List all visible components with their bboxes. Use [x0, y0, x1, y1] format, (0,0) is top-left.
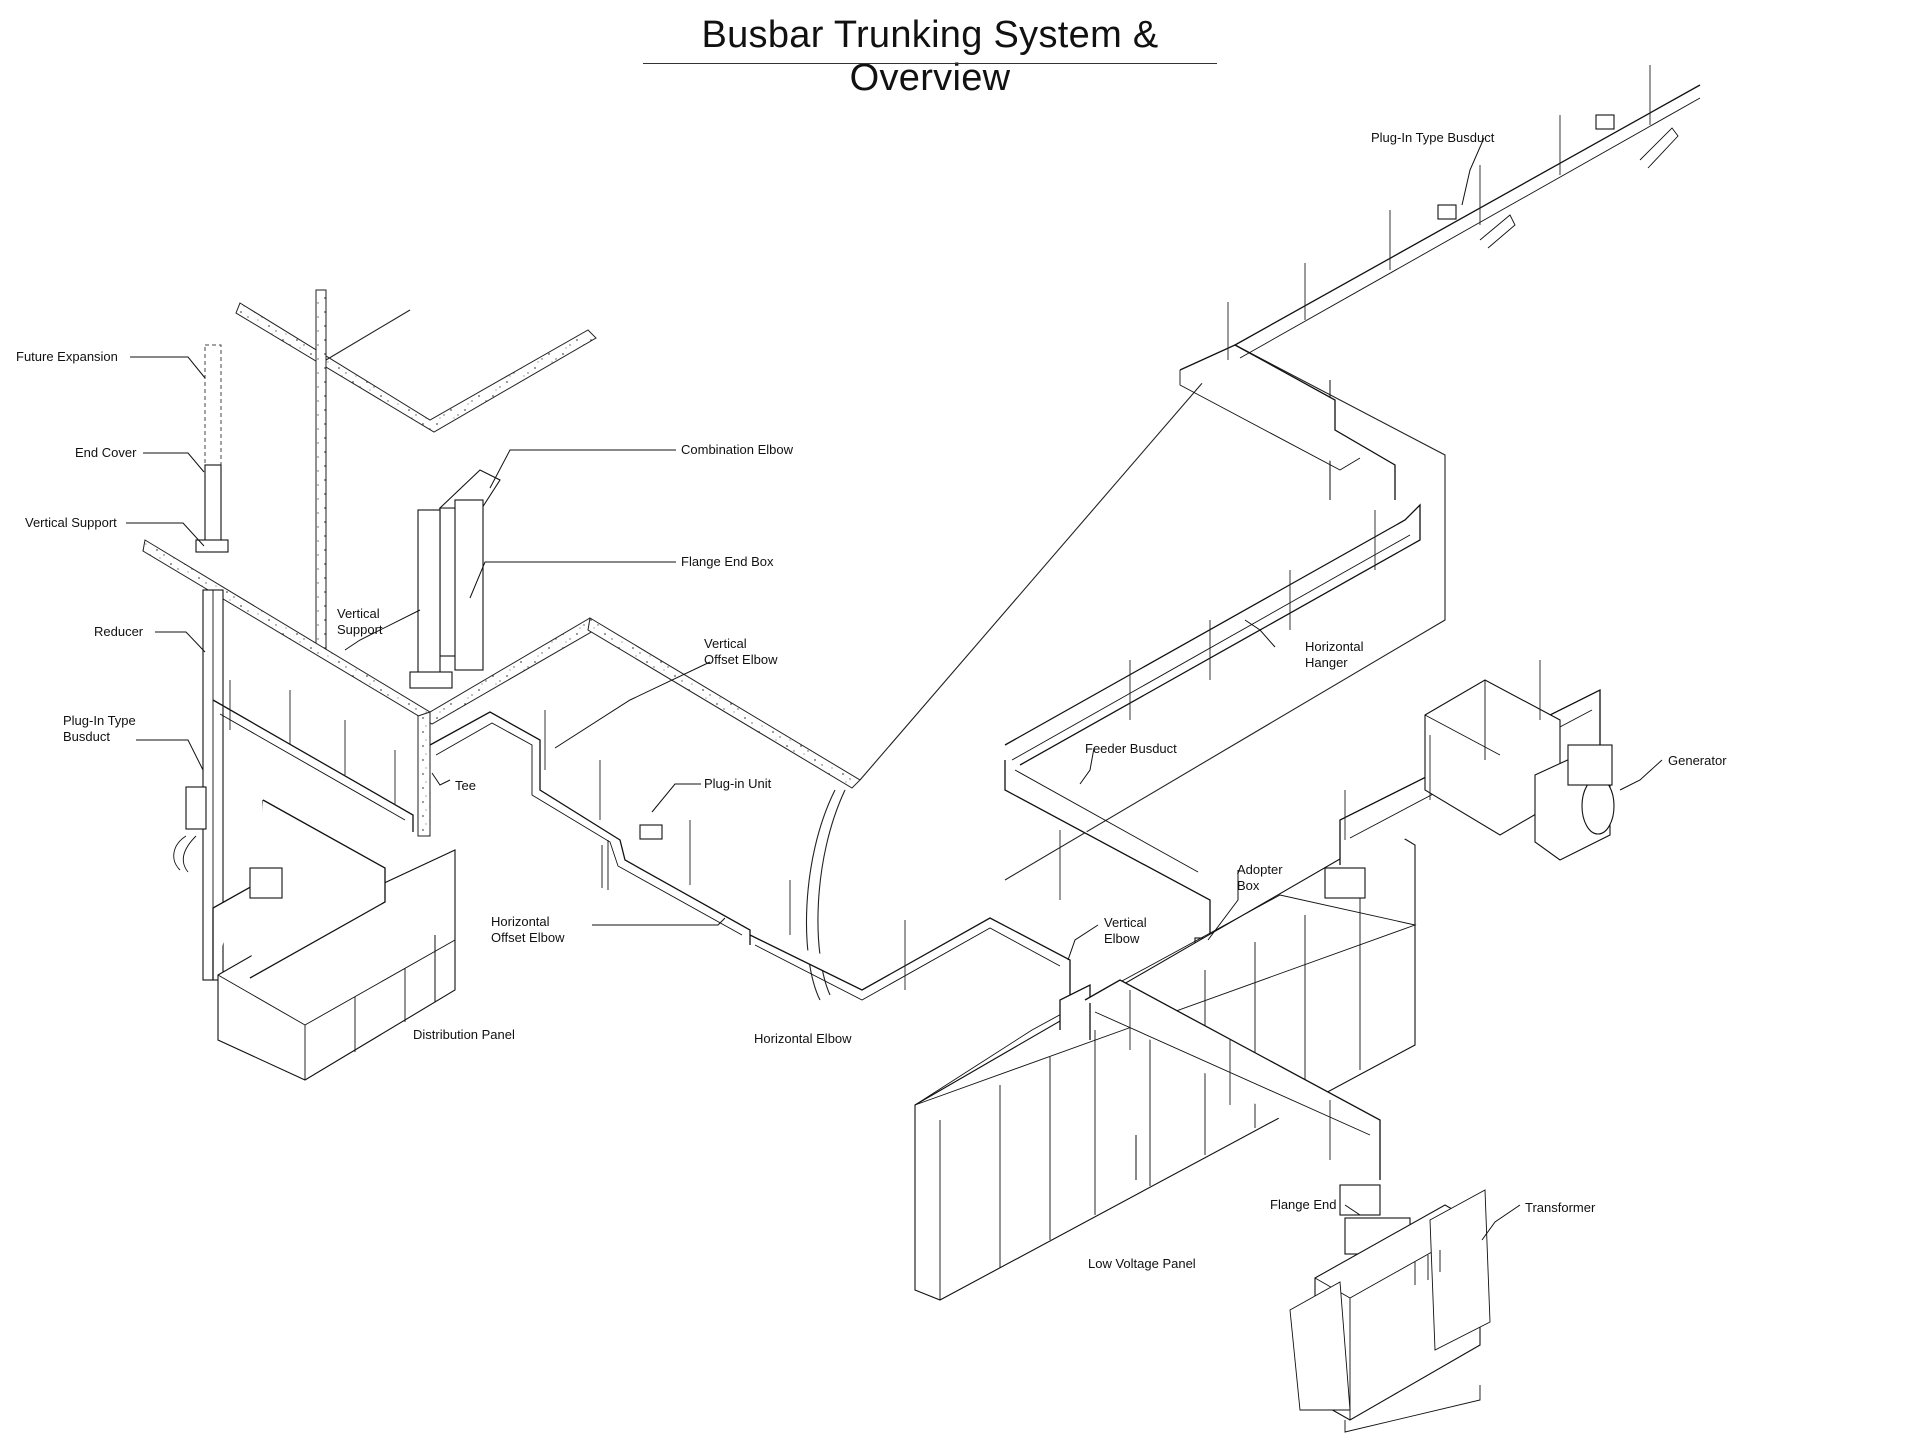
horizontal-elbow-route [749, 917, 1071, 1020]
label-horizontal-elbow: Horizontal Elbow [754, 1031, 852, 1046]
label-tee: Tee [455, 778, 476, 793]
label-vertical-offset-elbow-line2: Offset Elbow [704, 652, 778, 667]
label-horizontal-offset-elbow: Horizontal Offset Elbow [491, 914, 564, 946]
label-plug-in-busduct-left: Plug-In Type Busduct [63, 713, 136, 745]
distribution-panel-ducts [212, 699, 414, 980]
label-plug-in-busduct-left-line1: Plug-In Type [63, 713, 136, 728]
label-combination-elbow: Combination Elbow [681, 442, 794, 457]
future-expansion-riser [195, 344, 229, 981]
label-vertical-support-mid: Vertical Support [337, 606, 383, 638]
label-horizontal-hanger-line1: Horizontal [1305, 639, 1364, 654]
plug-in-unit-box [601, 824, 663, 890]
hanger-rods [229, 65, 1651, 1160]
label-adopter-box: Adopter Box [1237, 862, 1283, 894]
label-vertical-elbow-line2: Elbow [1104, 931, 1140, 946]
concrete-ceiling-beams [142, 289, 861, 837]
generator-machine [1534, 744, 1615, 861]
label-flange-end-box: Flange End Box [681, 554, 774, 569]
label-horizontal-offset-elbow-line2: Offset Elbow [491, 930, 565, 945]
label-distribution-panel: Distribution Panel [413, 1027, 515, 1042]
label-vertical-elbow: Vertical Elbow [1104, 915, 1147, 947]
label-vertical-elbow-line1: Vertical [1104, 915, 1147, 930]
label-horizontal-hanger: Horizontal Hanger [1305, 639, 1364, 671]
label-low-voltage-panel: Low Voltage Panel [1088, 1256, 1196, 1271]
riser-plug-in-box [173, 786, 207, 873]
label-plug-in-busduct-top: Plug-In Type Busduct [1371, 130, 1495, 145]
label-vertical-support-left: Vertical Support [25, 515, 117, 530]
leader-lines [126, 137, 1663, 1241]
label-vertical-offset-elbow: Vertical Offset Elbow [704, 636, 777, 668]
label-adopter-box-line2: Box [1237, 878, 1260, 893]
transformer [1289, 1189, 1491, 1433]
label-generator: Generator [1668, 753, 1727, 768]
label-end-cover: End Cover [75, 445, 137, 460]
label-flange-end: Flange End [1270, 1197, 1337, 1212]
plug-in-type-busduct-run [1179, 84, 1701, 500]
label-vertical-support-mid-line1: Vertical [337, 606, 380, 621]
diagram-title: Busbar Trunking System & Overview [701, 14, 1159, 99]
label-plug-in-unit: Plug-in Unit [704, 776, 772, 791]
title-underline [643, 63, 1217, 64]
label-transformer: Transformer [1525, 1200, 1596, 1215]
label-feeder-busduct: Feeder Busduct [1085, 741, 1177, 756]
low-voltage-panel [914, 829, 1417, 1301]
flange-end-box-assembly [409, 469, 501, 689]
label-vertical-support-mid-line2: Support [337, 622, 383, 637]
label-adopter-box-line1: Adopter [1237, 862, 1283, 877]
label-vertical-offset-elbow-line1: Vertical [704, 636, 747, 651]
label-horizontal-hanger-line2: Hanger [1305, 655, 1348, 670]
label-plug-in-busduct-left-line2: Busduct [63, 729, 110, 744]
label-horizontal-offset-elbow-line1: Horizontal [491, 914, 550, 929]
label-reducer: Reducer [94, 624, 144, 639]
vertical-offset-elbow-route [429, 711, 751, 945]
label-future-expansion: Future Expansion [16, 349, 118, 364]
